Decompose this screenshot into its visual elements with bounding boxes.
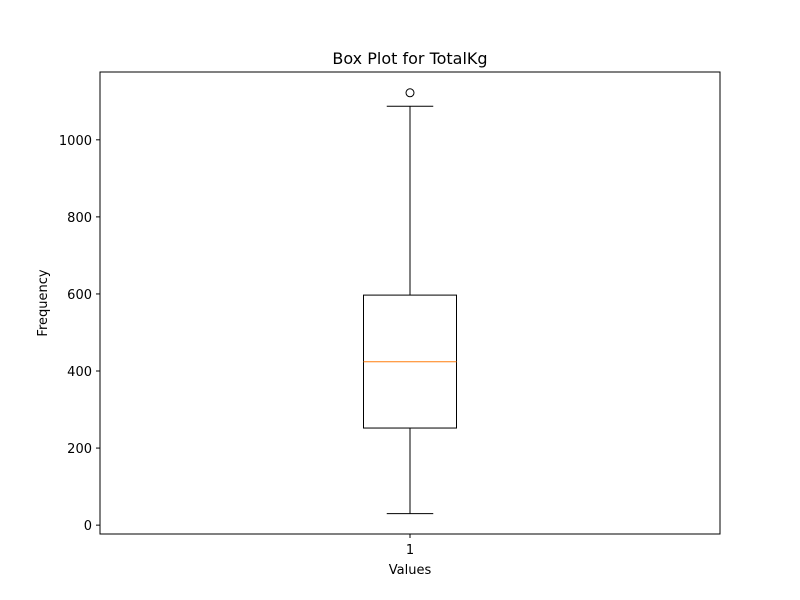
outlier-point — [405, 88, 415, 98]
y-axis-label: Frequency — [36, 269, 51, 336]
y-tick-label: 1000 — [59, 134, 92, 149]
y-tick-label: 400 — [67, 365, 92, 380]
y-tick-label: 800 — [67, 211, 92, 226]
y-axis: 0 200 400 600 800 1000 — [59, 134, 100, 534]
x-axis: 1 — [406, 534, 414, 558]
y-tick-label: 0 — [84, 519, 92, 534]
box-plot-series — [363, 88, 457, 515]
x-tick-label: 1 — [406, 543, 414, 558]
x-axis-label: Values — [389, 563, 432, 578]
y-tick-label: 200 — [67, 442, 92, 457]
y-tick-label: 600 — [67, 288, 92, 303]
chart-title: Box Plot for TotalKg — [332, 49, 487, 68]
